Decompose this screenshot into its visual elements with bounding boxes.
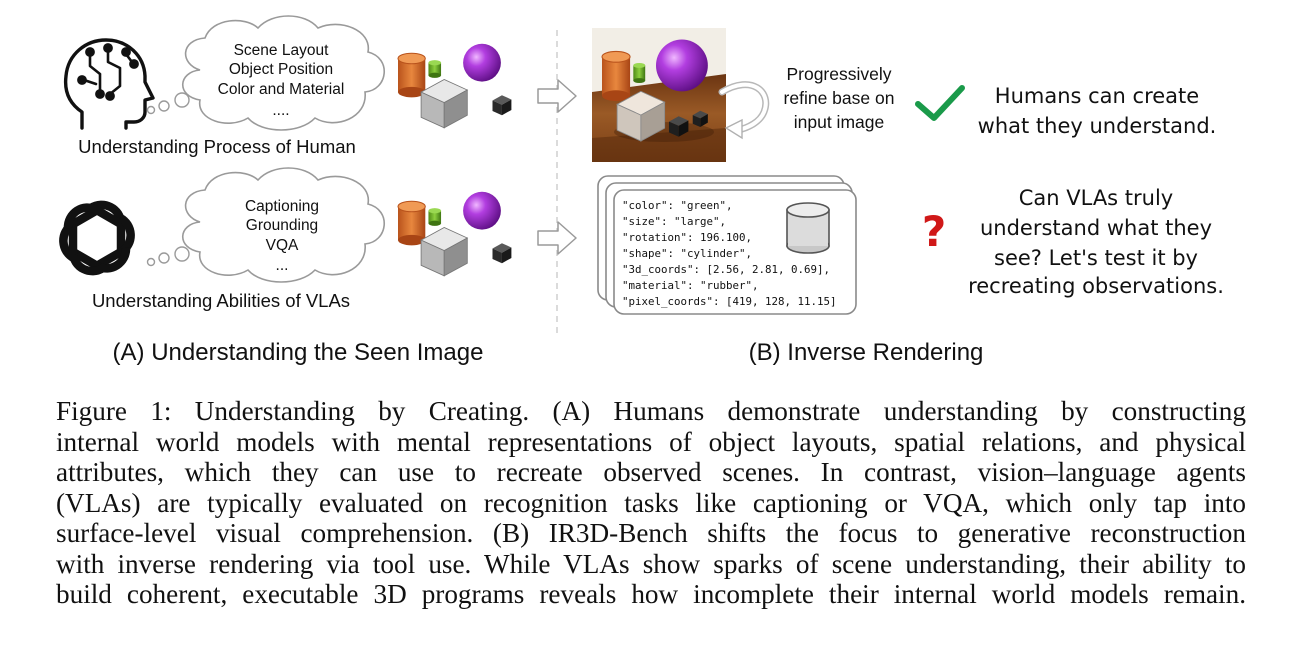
code-line-4: "shape": "cylinder", — [622, 247, 752, 260]
refine-line-1: Progressively — [786, 64, 891, 84]
human-statement-line-2: what they understand. — [978, 114, 1217, 138]
refine-line-3: input image — [794, 112, 884, 132]
vla-arrow — [537, 221, 577, 255]
human-statement-line-1: Humans can create — [995, 84, 1199, 108]
human-scene-objects — [397, 43, 512, 129]
human-thought-line-3: Color and Material — [218, 81, 345, 98]
refine-line-2: refine base on — [784, 88, 895, 108]
vla-thought-line-4: ... — [276, 257, 289, 274]
human-thought-cloud — [146, 15, 385, 131]
vla-question-line-3: see? Let's test it by — [994, 246, 1198, 270]
vla-thought-line-3: VQA — [266, 237, 299, 254]
caption-line: Figure 1: Understanding by Creating. (A)… — [56, 396, 1246, 426]
human-thought-line-1: Scene Layout — [234, 42, 329, 59]
question-icon: ? — [922, 207, 946, 256]
caption-line: build coherent, executable 3D programs r… — [56, 579, 1246, 609]
human-row-label: Understanding Process of Human — [78, 136, 356, 157]
caption-line: (VLAs) are typically evaluated on recogn… — [56, 487, 1246, 518]
vla-thought-cloud — [146, 167, 385, 283]
human-head-icon — [63, 38, 155, 130]
openai-logo-icon — [59, 200, 135, 276]
code-line-1: "color": "green", — [622, 199, 733, 212]
vla-question-line-4: recreating observations. — [968, 274, 1224, 298]
caption-line: with inverse rendering via tool use. Whi… — [56, 548, 1246, 579]
vla-question-line-1: Can VLAs truly — [1019, 186, 1174, 210]
vla-row-label: Understanding Abilities of VLAs — [92, 290, 350, 311]
code-line-5: "3d_coords": [2.56, 2.81, 0.69], — [622, 263, 830, 276]
caption-line: attributes, which they can use to recrea… — [56, 457, 1246, 487]
code-line-6: "material": "rubber", — [622, 279, 759, 292]
vla-thought-line-1: Captioning — [245, 198, 319, 215]
caption-line: surface-level visual comprehension. (B) … — [56, 518, 1246, 548]
cylinder-shape-icon — [786, 202, 830, 254]
code-line-2: "size": "large", — [622, 215, 726, 228]
check-icon — [915, 85, 965, 121]
panel-a-title: (A) Understanding the Seen Image — [113, 339, 484, 366]
human-thought-line-4: .... — [272, 102, 289, 119]
panel-b-title: (B) Inverse Rendering — [749, 339, 984, 366]
code-line-3: "rotation": 196.100, — [622, 231, 752, 244]
figure-caption: Figure 1: Understanding by Creating. (A)… — [56, 396, 1246, 610]
refine-loop-arrow — [718, 81, 770, 140]
vla-thought-line-2: Grounding — [246, 217, 318, 234]
rendered-scene-image — [592, 28, 726, 162]
caption-line: internal world models with mental repres… — [56, 426, 1246, 457]
code-line-7: "pixel_coords": [419, 128, 11.15] — [622, 295, 837, 308]
vla-question-line-2: understand what they — [980, 216, 1212, 240]
vla-scene-objects — [397, 191, 512, 277]
human-thought-line-2: Object Position — [229, 61, 333, 78]
